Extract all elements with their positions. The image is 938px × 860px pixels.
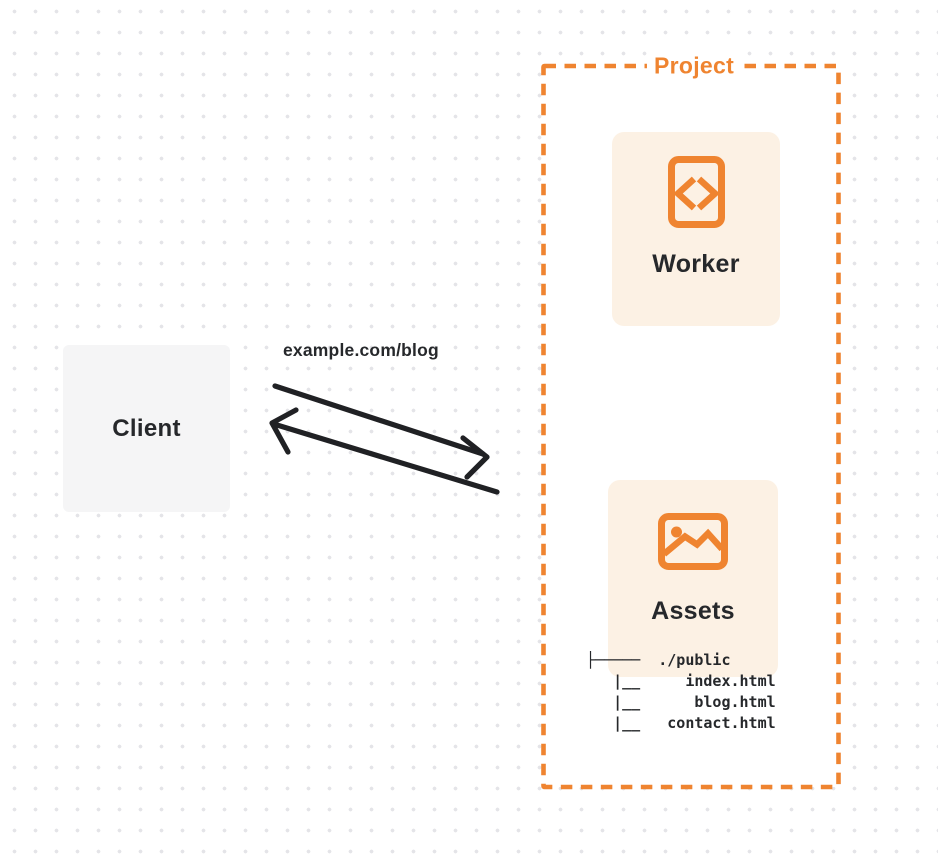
tree-line-contact: |__ contact.html <box>586 714 776 732</box>
code-file-icon <box>667 156 725 228</box>
response-arrow-head <box>269 407 299 455</box>
client-label: Client <box>112 414 181 442</box>
tree-line-public: ├───── ./public <box>586 651 731 669</box>
assets-file-tree: ├───── ./public |__ index.html |__ blog.… <box>586 650 776 734</box>
worker-label: Worker <box>652 250 740 278</box>
picture-icon <box>658 513 728 570</box>
client-node: Client <box>63 345 230 512</box>
request-arrow-head <box>460 435 490 480</box>
worker-node: Worker <box>612 132 780 326</box>
assets-label: Assets <box>651 597 735 625</box>
assets-node: Assets <box>608 480 778 677</box>
response-arrow-shaft <box>274 422 500 495</box>
request-url-label: example.com/blog <box>283 340 439 360</box>
project-label: Project <box>646 51 742 81</box>
request-arrow-shaft <box>272 383 486 457</box>
tree-line-index: |__ index.html <box>586 672 776 690</box>
tree-line-blog: |__ blog.html <box>586 693 776 711</box>
